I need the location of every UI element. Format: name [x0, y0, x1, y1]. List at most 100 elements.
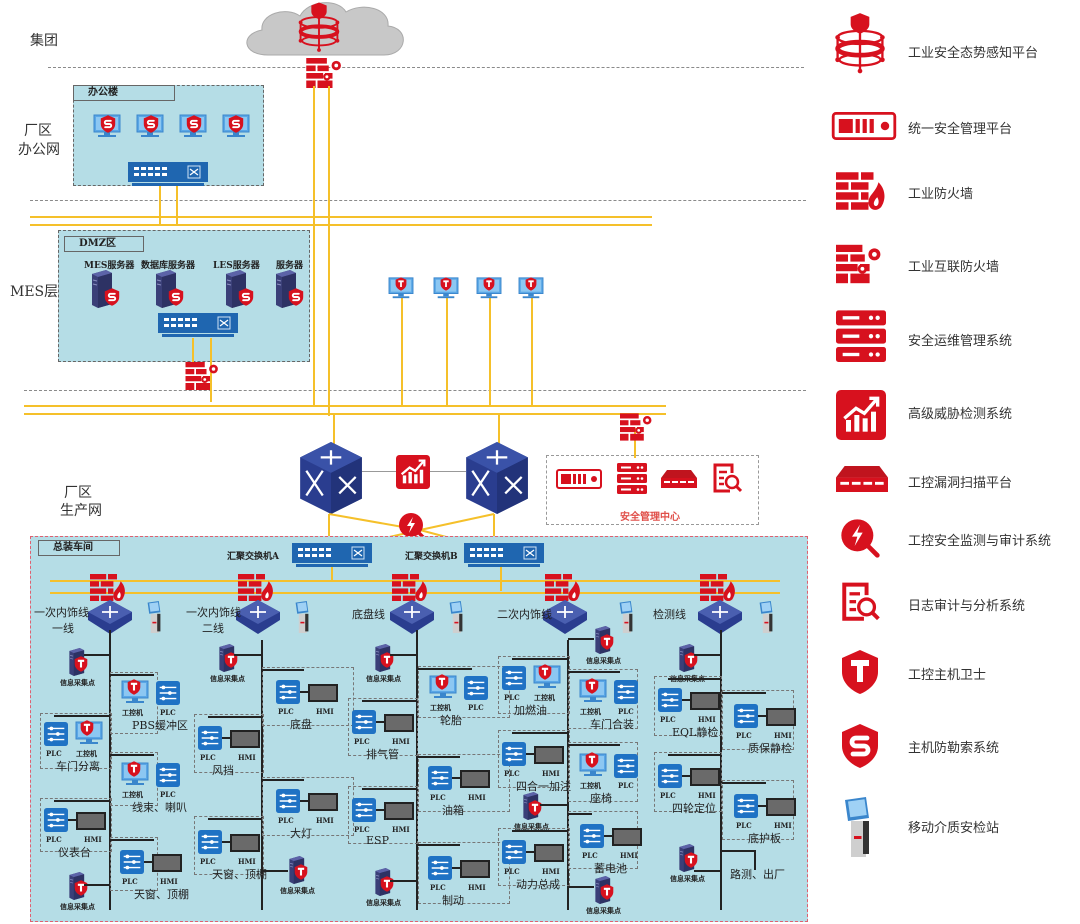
hmi-icon[interactable] — [690, 768, 720, 786]
media-kiosk-icon[interactable] — [146, 600, 162, 634]
log-audit-icon[interactable] — [712, 463, 742, 495]
core-switch-a-icon[interactable] — [300, 442, 362, 514]
hmi-icon[interactable] — [766, 708, 796, 726]
hmi-icon[interactable] — [152, 854, 182, 872]
plc-icon[interactable] — [734, 704, 758, 728]
plc-icon[interactable] — [464, 676, 488, 700]
plc-icon[interactable] — [276, 789, 300, 813]
hmi-icon[interactable] — [308, 793, 338, 811]
line-branch — [262, 779, 304, 781]
line-switch-icon[interactable] — [698, 600, 742, 634]
agg-switch-a-label: 汇聚交换机A — [227, 552, 279, 562]
plc-icon[interactable] — [658, 764, 682, 788]
hmi-icon[interactable] — [384, 714, 414, 732]
line-branch — [376, 721, 384, 723]
unified-security-management-icon[interactable] — [556, 469, 602, 489]
exit-label: 路测、出厂 — [730, 868, 785, 881]
server-label: 服务器 — [276, 261, 304, 271]
line-branch — [722, 692, 766, 694]
aggregation-switch-a-icon[interactable] — [292, 543, 372, 567]
hmi-icon[interactable] — [612, 828, 642, 846]
host-guard-icon — [525, 277, 537, 291]
line-branch — [390, 654, 416, 656]
line-trunk — [754, 850, 756, 870]
hmi-icon[interactable] — [76, 812, 106, 830]
hmi-icon[interactable] — [460, 860, 490, 878]
mes-bus — [24, 413, 666, 415]
media-kiosk-icon[interactable] — [448, 600, 464, 634]
station-label: 油箱 — [442, 804, 464, 817]
office-switch-icon[interactable] — [128, 162, 208, 186]
cloud-icon — [246, 2, 404, 56]
legend-label: 高级威胁检测系统 — [908, 407, 1013, 422]
hmi-icon[interactable] — [230, 730, 260, 748]
host-guard-icon — [528, 800, 542, 816]
line-switch-icon[interactable] — [390, 600, 434, 634]
hmi-icon[interactable] — [230, 834, 260, 852]
plc-icon[interactable] — [44, 808, 68, 832]
ipc-label: 工控机 — [76, 749, 97, 758]
plc-label: PLC — [122, 877, 138, 886]
plc-icon[interactable] — [502, 742, 526, 766]
media-kiosk-icon[interactable] — [294, 600, 310, 634]
plc-icon[interactable] — [156, 763, 180, 787]
plc-label: PLC — [354, 737, 370, 746]
vulnerability-scan-icon[interactable] — [660, 470, 698, 488]
media-kiosk-icon[interactable] — [758, 600, 774, 634]
legend-anti-ransomware-icon — [840, 722, 880, 770]
plc-icon[interactable] — [734, 794, 758, 818]
hmi-label: HMI — [542, 867, 560, 876]
media-kiosk-icon[interactable] — [618, 600, 634, 634]
plc-icon[interactable] — [198, 830, 222, 854]
line-trunk — [416, 630, 418, 910]
situational-awareness-platform-icon[interactable] — [296, 0, 342, 54]
aggregation-switch-b-icon[interactable] — [464, 543, 544, 567]
plc-icon[interactable] — [428, 766, 452, 790]
hmi-icon[interactable] — [766, 798, 796, 816]
industrial-internet-firewall-icon[interactable] — [305, 58, 345, 88]
collector-label: 信息采集点 — [586, 906, 621, 915]
hmi-icon[interactable] — [460, 770, 490, 788]
hmi-icon[interactable] — [534, 844, 564, 862]
plc-icon[interactable] — [502, 666, 526, 690]
industrial-internet-firewall-icon[interactable] — [185, 362, 221, 390]
industrial-internet-firewall-icon[interactable] — [620, 413, 654, 441]
plc-icon[interactable] — [502, 840, 526, 864]
security-ops-management-icon[interactable] — [617, 463, 647, 495]
plc-icon[interactable] — [44, 722, 68, 746]
plc-icon[interactable] — [580, 824, 604, 848]
ipc-label: 工控机 — [122, 708, 143, 717]
line-switch-icon[interactable] — [88, 600, 132, 634]
line-branch — [262, 870, 288, 872]
dmz-switch-icon[interactable] — [158, 313, 238, 337]
plc-icon[interactable] — [352, 710, 376, 734]
hmi-icon[interactable] — [534, 746, 564, 764]
line-branch — [568, 638, 594, 640]
plc-icon[interactable] — [658, 688, 682, 712]
plc-icon[interactable] — [352, 798, 376, 822]
line-branch — [452, 867, 460, 869]
industrial-firewall-icon[interactable] — [700, 574, 736, 601]
plc-icon[interactable] — [614, 680, 638, 704]
advanced-threat-detection-icon[interactable] — [396, 455, 430, 489]
industrial-firewall-icon[interactable] — [392, 574, 428, 601]
core-switch-b-icon[interactable] — [466, 442, 528, 514]
hmi-icon[interactable] — [308, 684, 338, 702]
hmi-label: HMI — [774, 821, 792, 830]
industrial-firewall-icon[interactable] — [238, 574, 274, 601]
plc-icon[interactable] — [276, 680, 300, 704]
plc-icon[interactable] — [120, 850, 144, 874]
station-label: 四轮定位 — [672, 802, 716, 815]
industrial-firewall-icon[interactable] — [90, 574, 126, 601]
host-guard-icon — [74, 656, 88, 672]
plc-icon[interactable] — [198, 726, 222, 750]
hmi-icon[interactable] — [384, 802, 414, 820]
legend-label: 工业互联防火墙 — [908, 260, 1000, 275]
industrial-firewall-icon[interactable] — [545, 574, 581, 601]
line-switch-icon[interactable] — [236, 600, 280, 634]
line-branch — [234, 654, 262, 656]
plc-icon[interactable] — [428, 856, 452, 880]
plc-icon[interactable] — [614, 754, 638, 778]
plc-icon[interactable] — [156, 681, 180, 705]
hmi-icon[interactable] — [690, 692, 720, 710]
